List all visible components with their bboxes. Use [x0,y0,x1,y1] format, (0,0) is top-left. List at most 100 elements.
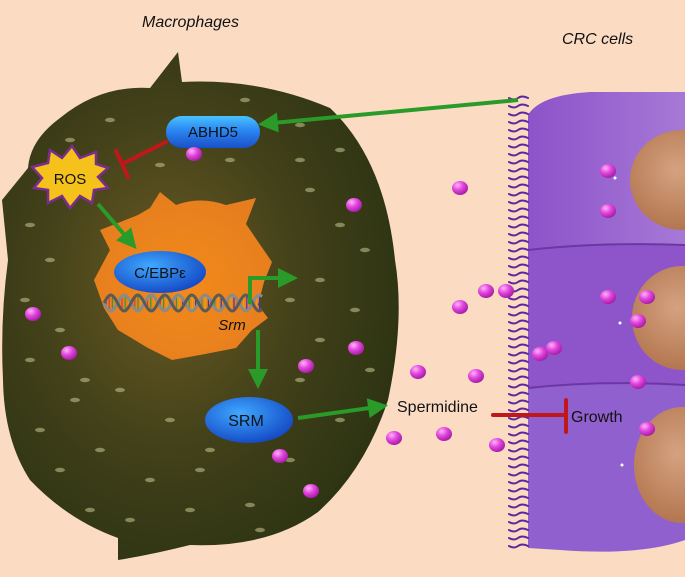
spermidine-molecule [498,284,514,298]
cebp-protein [114,251,206,293]
spermidine-molecule [478,284,494,298]
arrow-srm-to-spermidine [297,398,388,420]
crc-cells-title: CRC cells [562,31,633,48]
granule [155,162,165,168]
microvillus [508,535,529,541]
spermidine-molecule [298,359,314,373]
granule [70,397,80,403]
microvillus [508,447,529,453]
crc-cells [508,92,685,552]
spermidine-molecule [436,427,452,441]
microvillus [508,119,529,125]
spermidine-molecule [546,341,562,355]
spermidine-molecule [348,341,364,355]
spermidine-molecule [532,347,548,361]
microvillus [508,207,529,213]
granule [245,502,255,508]
spermidine-molecule [61,346,77,360]
granule [335,147,345,153]
granule [335,417,345,423]
microvillus [508,511,529,517]
microvilli [508,95,529,549]
arrow-crc-to-abhd5 [258,98,519,133]
microvillus [508,127,529,133]
microvillus [508,375,529,381]
granule [315,337,325,343]
arrow-gene-transcription [248,268,298,304]
granule [145,477,155,483]
inhibit-abhd5-ros [120,140,168,166]
spermidine-molecule [452,300,468,314]
microvillus [508,359,529,365]
spermidine-molecule [600,290,616,304]
microvillus [508,423,529,429]
microvillus [508,223,529,229]
granule [125,517,135,523]
microvillus [508,471,529,477]
growth-label: Growth [571,409,623,426]
srm-gene-label: Srm [218,317,246,334]
granule [360,247,370,253]
granule [55,327,65,333]
microvillus [508,391,529,397]
microvillus [508,247,529,253]
spermidine-label: Spermidine [397,399,478,416]
microvillus [508,367,529,373]
microvillus [508,455,529,461]
microvillus [508,343,529,349]
granule [45,257,55,263]
granule [85,507,95,513]
granule [20,297,30,303]
microvillus [508,191,529,197]
granule [35,427,45,433]
granule [195,467,205,473]
arrow-ros-to-cebp [96,202,137,250]
microvillus [508,487,529,493]
microvillus [508,231,529,237]
granule [185,507,195,513]
microvillus [508,463,529,469]
granule [95,447,105,453]
granule [315,277,325,283]
granule [25,357,35,363]
microvillus [508,255,529,261]
granule [285,457,295,463]
cytoplasm-granules [20,97,375,533]
spermidine-molecule [186,147,202,161]
microvillus [508,431,529,437]
dna-strand [102,293,264,313]
activation-arrows [96,98,519,420]
crc-nucleus [634,407,685,523]
crc-nucleus [630,130,685,230]
spermidine-molecule [639,422,655,436]
granule [295,157,305,163]
spermidine-molecule [630,314,646,328]
spermidine-molecule [600,164,616,178]
granule [305,187,315,193]
spermidine-molecule [346,198,362,212]
ros-label: ROS [54,171,87,188]
microvillus [508,479,529,485]
microvillus [508,143,529,149]
microvillus [508,503,529,509]
granule [225,157,235,163]
abhd5-label: ABHD5 [188,124,238,141]
granule [255,527,265,533]
microvillus [508,103,529,109]
microvillus [508,335,529,341]
microvillus [508,439,529,445]
microvillus [508,543,529,549]
srm-protein-label: SRM [228,413,264,430]
granule [285,297,295,303]
cebp-label: C/EBPε [134,265,186,282]
macrophages-title: Macrophages [142,14,239,31]
microvillus [508,151,529,157]
granule [25,222,35,228]
granule [105,117,115,123]
granule [65,137,75,143]
granule [205,447,215,453]
inhibition-arrows [114,140,568,434]
spermidine-molecule [272,449,288,463]
